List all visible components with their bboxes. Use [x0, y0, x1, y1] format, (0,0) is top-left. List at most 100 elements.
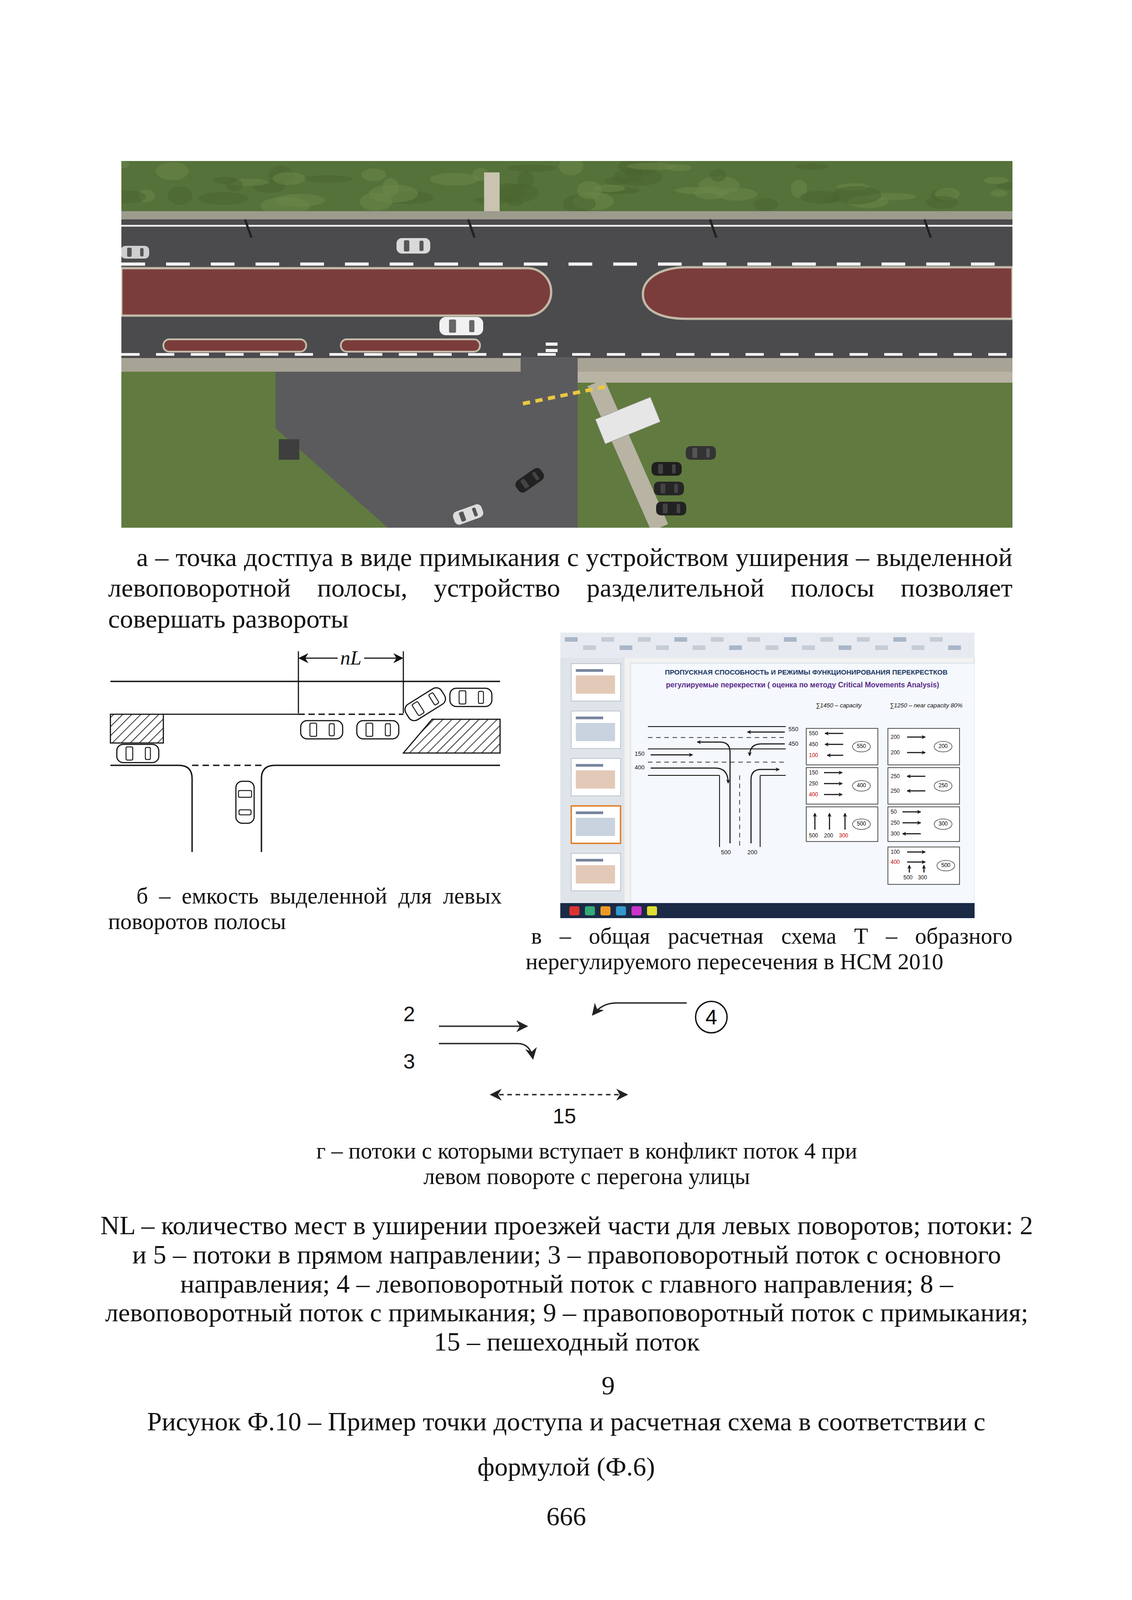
flow-volume: 400 — [634, 764, 645, 772]
ribbon-icon — [619, 645, 633, 651]
flow-arrow — [751, 769, 780, 844]
flow-arrow — [814, 813, 816, 830]
stray-number: 9 — [601, 1370, 616, 1403]
grate — [278, 439, 300, 460]
grass-texture — [991, 189, 1008, 198]
thumbnail-figure — [575, 865, 616, 884]
photo-ground — [121, 161, 1013, 528]
ribbon-icon — [601, 637, 615, 642]
node-text: 500 — [856, 821, 866, 828]
car-windshield — [660, 483, 666, 494]
car — [451, 503, 485, 527]
car-windshield — [127, 247, 132, 257]
median-left — [121, 268, 552, 316]
flow-volume: 200 — [747, 849, 758, 857]
road — [121, 219, 1013, 359]
flow-volume: 250 — [890, 773, 900, 780]
car-windshield — [458, 511, 467, 523]
car-rear-window — [469, 320, 475, 333]
grass-texture — [577, 181, 602, 200]
flow-arrow — [824, 772, 843, 774]
node-text: 4 — [705, 1006, 718, 1030]
ribbon-icon — [875, 645, 888, 651]
subfigure-caption: г – потоки с которыми вступает в конфлик… — [301, 1138, 872, 1190]
footpath — [484, 172, 500, 214]
lamp-pole — [924, 219, 931, 238]
flow-volume: 500 — [903, 874, 913, 882]
car-body — [439, 317, 484, 336]
taskbar-icon — [615, 906, 626, 916]
movement-box — [887, 728, 960, 766]
flow-volume: 500 — [720, 849, 731, 857]
thumbnail-figure — [575, 770, 616, 789]
taskbar — [560, 903, 975, 919]
car — [656, 501, 687, 516]
car-windshield — [412, 701, 425, 717]
car-rear-window — [478, 691, 484, 704]
car-rear-window — [672, 464, 676, 474]
grass-texture — [627, 162, 677, 171]
thumbnail-line — [575, 669, 604, 673]
car-windshield — [692, 448, 698, 459]
lane-dashes — [647, 761, 786, 763]
flow-volume: 300 — [839, 832, 849, 840]
car — [121, 245, 150, 259]
conflict-scheme — [438, 1003, 687, 1096]
flow-arrow — [824, 733, 844, 735]
hatched-median — [110, 714, 164, 744]
legend-text: NL – количество мест в уширении проезжей… — [99, 1211, 1035, 1357]
crossing-mark — [545, 349, 558, 353]
car-rear-window — [239, 810, 251, 816]
grass-texture — [831, 186, 882, 205]
car — [356, 720, 399, 740]
grass-texture — [272, 172, 306, 186]
figure-caption: Рисунок Ф.10 – Пример точки доступа и ра… — [109, 1399, 1023, 1490]
ribbon-icon — [783, 637, 797, 642]
flow-volume: 550 — [808, 730, 819, 737]
road-line — [647, 726, 786, 728]
slide-panel — [560, 658, 625, 904]
subfigure-caption: б – емкость выделенной для левых поворот… — [108, 883, 502, 935]
taskbar-icon — [569, 906, 580, 916]
car-windshield — [520, 478, 530, 490]
pocket-line — [298, 714, 404, 716]
ribbon-icon — [656, 645, 669, 651]
slide-subtitle: регулируемые перекрестки ( оценка по мет… — [633, 681, 972, 690]
thumbnail-figure — [575, 723, 616, 742]
flow-arrow — [907, 776, 926, 778]
car-rear-window — [428, 692, 439, 706]
subfigure-caption: а – точка достпуа в виде примыкания с ус… — [108, 542, 1013, 635]
flow-arrow — [902, 833, 921, 835]
car-body — [653, 481, 684, 496]
car-windshield — [403, 240, 410, 252]
flow-volume: 250 — [890, 819, 900, 827]
subfigure-caption: в – общая расчетная схема Т – образного … — [525, 923, 1013, 975]
node-text: 550 — [856, 743, 866, 750]
ribbon-icon — [674, 637, 688, 642]
lane-scheme — [110, 651, 501, 853]
flow-volume: 550 — [788, 725, 799, 734]
grass-texture — [925, 196, 959, 209]
flow-arrow — [907, 790, 926, 793]
curb — [261, 765, 501, 853]
ribbon-icon — [765, 645, 779, 651]
grass-texture — [753, 198, 779, 212]
capacity-note: ∑1250 – near capacity 80% — [889, 702, 963, 710]
car — [396, 238, 431, 254]
slide-thumbnail — [571, 758, 621, 797]
movement-box — [887, 847, 960, 885]
car — [449, 688, 492, 707]
curb — [110, 765, 193, 853]
node-text: 250 — [938, 782, 948, 789]
flow-number: 3 — [403, 1049, 416, 1075]
flow-volume: 150 — [634, 750, 645, 758]
sidewalk-top — [121, 211, 1013, 220]
road-edge — [759, 775, 761, 848]
flow-volume: 300 — [918, 874, 928, 882]
flow-volume: 200 — [890, 749, 900, 757]
slide-thumbnail — [571, 711, 621, 749]
thumbnail-line — [575, 716, 604, 720]
car-windshield — [125, 747, 133, 761]
car-rear-window — [706, 448, 710, 458]
